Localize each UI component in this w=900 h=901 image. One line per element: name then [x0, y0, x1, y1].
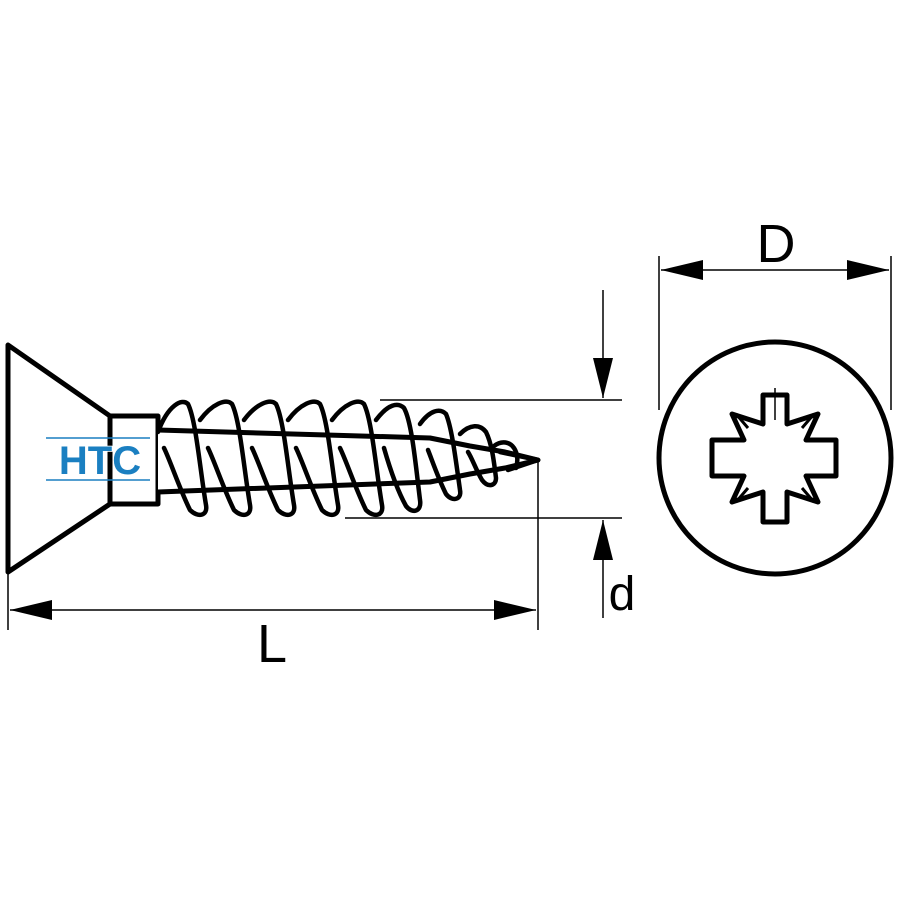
thread-diameter-dimension — [345, 290, 622, 618]
thread-diameter-label: d — [609, 568, 636, 621]
length-label: L — [257, 614, 287, 674]
screw-side-view — [5, 342, 541, 575]
htc-logo-text: HTC — [59, 439, 141, 483]
pozidriv-recess — [709, 392, 839, 525]
htc-logo: HTC — [46, 437, 150, 484]
head-diameter-label: D — [757, 214, 796, 274]
head-diameter-dimension — [658, 256, 892, 410]
pozidriv-spikes — [734, 413, 816, 503]
screw-threads — [155, 399, 541, 518]
thread-arrow-top-head — [593, 358, 613, 398]
screw-head-top-view — [656, 339, 894, 577]
head-arrow-right — [847, 260, 889, 280]
length-arrow-left — [10, 600, 52, 620]
thread-arrow-bottom-head — [593, 520, 613, 560]
head-arrow-left — [661, 260, 703, 280]
length-arrow-right — [494, 600, 536, 620]
length-dimension — [7, 462, 539, 630]
